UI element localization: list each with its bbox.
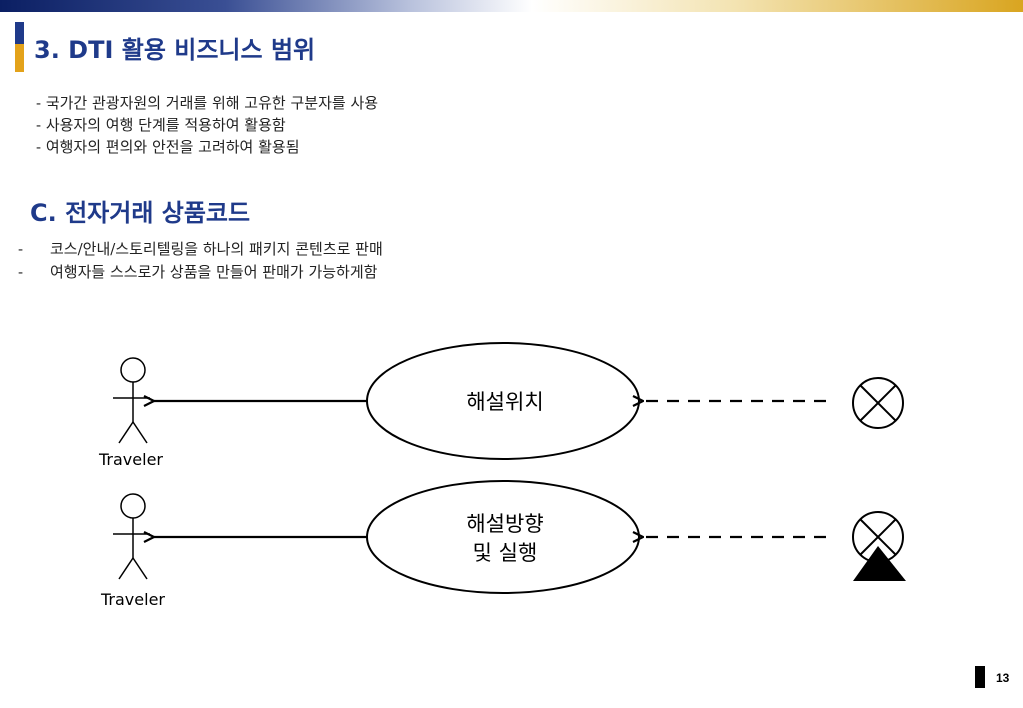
use-case-label: 해설방향 [466, 512, 543, 536]
section-title: C. 전자거래 상품코드 [30, 199, 251, 227]
actor-figure [113, 357, 150, 444]
section-bullet-list: - 코스/안내/스토리텔링을 하나의 패키지 콘텐츠로 판매 - 여행자들 스스… [18, 238, 383, 284]
title-accent-bar [15, 22, 24, 72]
device-x-circle-triangle-icon [852, 511, 906, 581]
use-case-ellipse [366, 480, 640, 594]
use-case-diagram: Traveler Traveler 해설위치 해설방향 및 실행 [98, 342, 906, 609]
section-bullet: - 여행자들 스스로가 상품을 만들어 판매가 가능하게함 [18, 261, 383, 284]
bullet-text: 여행자들 스스로가 상품을 만들어 판매가 가능하게함 [50, 263, 378, 281]
intro-bullet: - 여행자의 편의와 안전을 고려하여 활용됨 [36, 138, 300, 156]
section-bullet: - 코스/안내/스토리텔링을 하나의 패키지 콘텐츠로 판매 [18, 238, 383, 261]
page-title: 3. DTI 활용 비즈니스 범위 [34, 36, 316, 64]
bullet-dash: - [18, 263, 24, 281]
actor-label: Traveler [100, 590, 165, 609]
top-gradient-bar [0, 0, 1023, 12]
bullet-dash: - [18, 240, 24, 258]
bullet-text: 코스/안내/스토리텔링을 하나의 패키지 콘텐츠로 판매 [50, 240, 383, 258]
device-x-circle-icon [852, 377, 904, 429]
use-case-label: 해설위치 [466, 390, 543, 414]
use-case-label: 및 실행 [473, 541, 538, 565]
page-number: 13 [996, 671, 1010, 685]
intro-bullet: - 국가간 관광자원의 거래를 위해 고유한 구분자를 사용 [36, 94, 379, 112]
page-number-marker [975, 666, 985, 688]
actor-label: Traveler [98, 450, 163, 469]
intro-bullet: - 사용자의 여행 단계를 적용하여 활용함 [36, 116, 286, 134]
actor-figure [113, 493, 150, 580]
intro-bullet-list: - 국가간 관광자원의 거래를 위해 고유한 구분자를 사용 - 사용자의 여행… [36, 92, 378, 158]
